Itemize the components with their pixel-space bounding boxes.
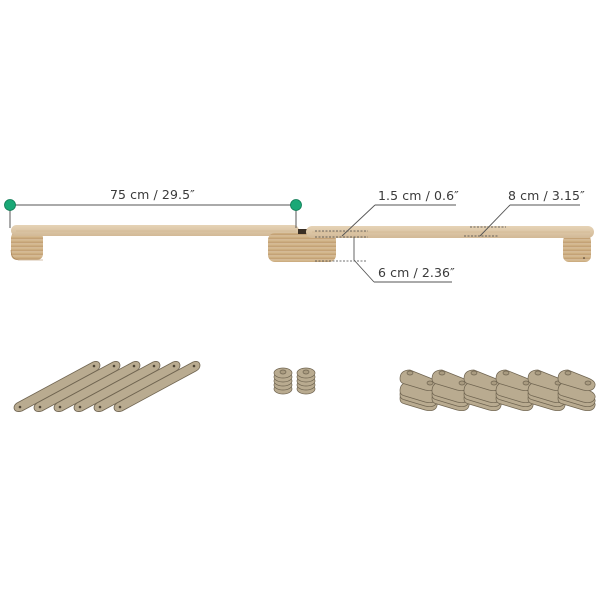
marker-dot-right-icon	[290, 199, 302, 211]
oval-link-stack-icon	[527, 369, 566, 412]
dimension-thickness	[315, 204, 456, 238]
foot-right	[563, 235, 591, 262]
parts-round-stacks	[273, 367, 316, 395]
label-thickness: 1.5 cm / 0.6″	[378, 188, 459, 203]
plank-left	[11, 225, 299, 236]
board-right	[306, 226, 594, 262]
oval-link-stack-icon	[495, 369, 534, 412]
board-left	[10, 225, 299, 261]
oval-link-stack-icon	[431, 369, 470, 412]
dimension-height	[315, 237, 452, 283]
parts-slats	[13, 361, 201, 412]
round-disc-stack-icon	[273, 367, 293, 395]
oval-link-stack-icon	[557, 369, 596, 412]
foot-left	[10, 232, 43, 261]
label-length: 75 cm / 29.5″	[110, 187, 195, 202]
dimension-width	[464, 204, 580, 237]
oval-link-stack-icon	[463, 369, 502, 412]
oval-link-stack-icon	[399, 369, 438, 412]
dimension-length	[4, 199, 302, 228]
label-width: 8 cm / 3.15″	[508, 188, 585, 203]
label-height: 6 cm / 2.36″	[378, 265, 455, 280]
slat-icon	[113, 361, 201, 412]
parts-oval-stacks	[399, 369, 596, 412]
marker-dot-left-icon	[4, 199, 16, 211]
foot-middle	[268, 229, 336, 262]
round-disc-stack-icon	[296, 367, 316, 395]
